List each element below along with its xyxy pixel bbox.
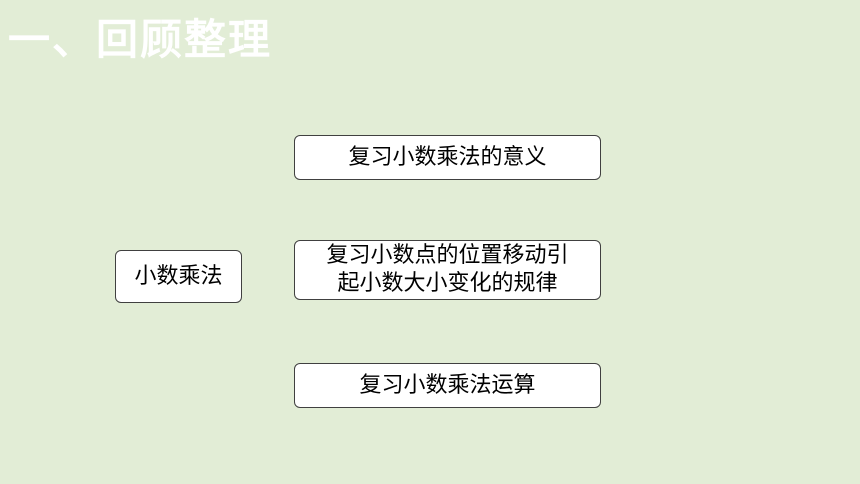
mindmap-root-label: 小数乘法: [134, 263, 223, 289]
mindmap-branch-operation: 复习小数乘法运算: [294, 363, 601, 408]
slide-title: 一、回顾整理: [8, 15, 273, 64]
mindmap-branch-decimal-point-rule: 复习小数点的位置移动引 起小数大小变化的规律: [294, 240, 601, 300]
branch-meaning-label: 复习小数乘法的意义: [348, 144, 547, 170]
mindmap-root-box: 小数乘法: [115, 250, 242, 303]
branch-decimal-point-rule-line-1: 复习小数点的位置移动引: [326, 243, 569, 268]
branch-decimal-point-rule-line-2: 起小数大小变化的规律: [337, 271, 558, 296]
mindmap-branch-meaning: 复习小数乘法的意义: [294, 135, 601, 180]
branch-operation-label: 复习小数乘法运算: [359, 372, 536, 398]
